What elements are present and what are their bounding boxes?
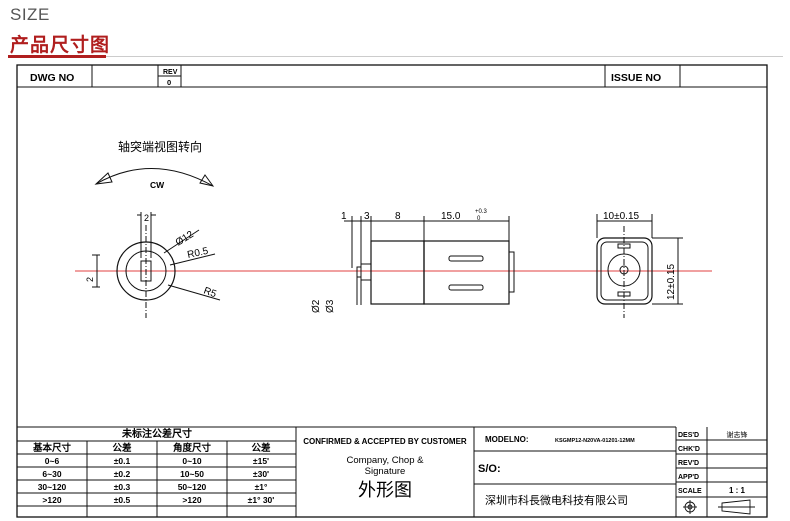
confirm-line-2: Signature: [365, 466, 406, 477]
table-cell: ±0.2: [114, 469, 131, 479]
confirm-line-1: Company, Chop &: [347, 455, 425, 466]
rev-value: 0: [167, 78, 171, 87]
model-label: MODELNO:: [485, 435, 529, 444]
table-cell: 50~120: [178, 482, 207, 492]
table-cell: ±0.5: [114, 495, 131, 505]
header-tolerance: 公差: [112, 442, 132, 454]
rotation-arc: [95, 168, 214, 187]
tolerance-title: 未标注公差尺寸: [121, 427, 192, 440]
dim-diameter-12: Ø12: [174, 229, 196, 249]
header-bar: DWG NO REV 0 ISSUE NO: [17, 65, 767, 88]
signoff-label: APP'D: [678, 474, 699, 481]
table-cell: 10~50: [180, 469, 204, 479]
title-divider: [8, 56, 783, 57]
dim-15: 15.0: [441, 211, 461, 222]
tolerance-rows: 0~6 ±0.1 0~10 ±15' 6~30 ±0.2 10~50 ±30' …: [38, 456, 275, 505]
table-cell: ±0.1: [114, 456, 131, 466]
signoff-label: SCALE: [678, 488, 702, 495]
sheet-border: [16, 64, 768, 518]
dim-diameter-2: Ø2: [311, 299, 322, 313]
table-cell: ±1°: [255, 482, 268, 492]
model-value: KSGMP12-N20VA-01201-12MM: [555, 438, 635, 444]
dwg-no-label: DWG NO: [30, 72, 74, 84]
dim-diameter-3: Ø3: [325, 299, 336, 313]
title-underline: [8, 55, 106, 58]
signoff-label: REV'D: [678, 460, 699, 467]
table-cell: >120: [42, 495, 61, 505]
table-cell: 0~10: [182, 456, 201, 466]
rotation-arrow-right-icon: [199, 174, 215, 187]
header-angle-size: 角度尺寸: [173, 442, 212, 454]
dim-width: 10±0.15: [603, 211, 640, 222]
scale-value: 1 : 1: [729, 486, 746, 495]
rev-label: REV: [163, 69, 178, 76]
table-cell: ±1° 30': [248, 495, 275, 505]
section-title: 产品尺寸图: [10, 34, 111, 56]
confirm-heading: CONFIRMED & ACCEPTED BY CUSTOMER: [303, 437, 467, 446]
dim-8: 8: [395, 211, 401, 222]
table-cell: 0~6: [45, 456, 60, 466]
table-cell: ±0.3: [114, 482, 131, 492]
header-basic-size: 基本尺寸: [32, 442, 72, 454]
size-label: SIZE: [10, 5, 50, 24]
company-name: 深圳市科長微电科技有限公司: [485, 493, 628, 507]
dim-slot: 2: [144, 213, 149, 223]
signoff-label: DES'D: [678, 432, 699, 439]
side-view: [344, 216, 515, 305]
rotation-label: CW: [150, 180, 165, 190]
dim-side-2: 2: [85, 277, 95, 282]
dim-15-tol-zero: 0: [477, 216, 481, 222]
signoff-labels: DES'D CHK'D REV'D APP'D SCALE: [678, 432, 702, 495]
header-angle-tolerance: 公差: [251, 442, 271, 454]
so-label: S/O:: [478, 463, 501, 475]
drawing-title: 外形图: [358, 480, 412, 501]
dim-15-tol-plus: +0.3: [475, 209, 488, 215]
rear-view: [596, 214, 683, 318]
dim-1: 1: [341, 211, 347, 222]
table-cell: 6~30: [42, 469, 61, 479]
table-cell: 30~120: [38, 482, 67, 492]
table-cell: ±30': [253, 469, 269, 479]
issue-no-label: ISSUE NO: [611, 72, 661, 84]
end-view-left: [92, 212, 221, 318]
dim-3: 3: [364, 211, 370, 222]
designer-signature: 谢志锋: [727, 430, 748, 439]
rotation-arrow-left-icon: [94, 172, 113, 185]
table-cell: ±15': [253, 456, 269, 466]
dim-radius-0-5: R0.5: [186, 246, 209, 261]
table-cell: >120: [182, 495, 201, 505]
signoff-label: CHK'D: [678, 446, 700, 453]
dim-radius-5: R5: [202, 285, 218, 300]
projection-symbol-icon: [683, 499, 755, 515]
dim-height: 12±0.15: [666, 263, 677, 300]
title-block-grid: [17, 426, 767, 517]
shaft-view-caption: 轴突端视图转向: [118, 139, 202, 154]
tolerance-headers: 基本尺寸 公差 角度尺寸 公差: [32, 442, 271, 454]
